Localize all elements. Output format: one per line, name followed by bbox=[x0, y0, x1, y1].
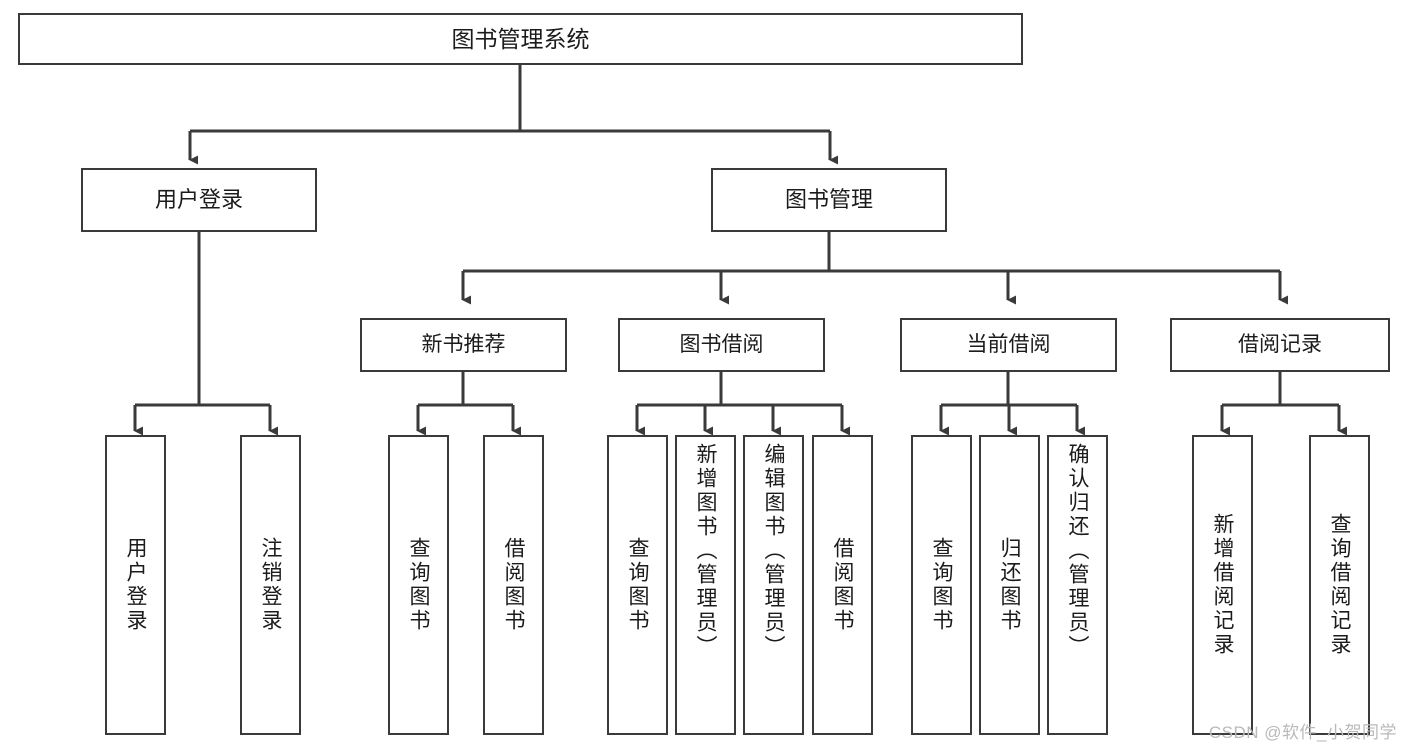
node-leaf-query-record-label: 查询借阅记录 bbox=[1328, 513, 1351, 657]
node-book-manage-label: 图书管理 bbox=[784, 187, 873, 213]
node-leaf-user-login-label: 用户登录 bbox=[124, 537, 147, 633]
node-root[interactable]: 图书管理系统 bbox=[18, 13, 1023, 65]
node-leaf-edit-book[interactable]: 编辑图书（管理员） bbox=[743, 435, 804, 735]
node-leaf-add-book[interactable]: 新增图书（管理员） bbox=[675, 435, 736, 735]
node-leaf-user-logout-label: 注销登录 bbox=[259, 537, 282, 633]
node-leaf-query-book-2-label: 查询图书 bbox=[626, 537, 649, 633]
node-leaf-query-record[interactable]: 查询借阅记录 bbox=[1309, 435, 1370, 735]
node-current-borrow-label: 当前借阅 bbox=[966, 332, 1051, 356]
node-root-label: 图书管理系统 bbox=[451, 25, 590, 52]
node-leaf-borrow-book-2-label: 借阅图书 bbox=[831, 537, 854, 633]
node-leaf-confirm-return-label: 确认归还（管理员） bbox=[1066, 443, 1089, 659]
node-leaf-confirm-return[interactable]: 确认归还（管理员） bbox=[1047, 435, 1108, 735]
node-leaf-return-book[interactable]: 归还图书 bbox=[979, 435, 1040, 735]
node-leaf-query-book-1-label: 查询图书 bbox=[407, 537, 430, 633]
node-user-login-label: 用户登录 bbox=[154, 187, 243, 213]
node-borrow-record[interactable]: 借阅记录 bbox=[1170, 318, 1390, 372]
node-leaf-add-book-label: 新增图书（管理员） bbox=[694, 443, 717, 659]
node-leaf-add-record-label: 新增借阅记录 bbox=[1211, 513, 1234, 657]
node-leaf-borrow-book-1-label: 借阅图书 bbox=[502, 537, 525, 633]
node-borrow-record-label: 借阅记录 bbox=[1238, 332, 1322, 356]
node-leaf-user-logout[interactable]: 注销登录 bbox=[240, 435, 301, 735]
node-leaf-query-book-2[interactable]: 查询图书 bbox=[607, 435, 668, 735]
node-user-login[interactable]: 用户登录 bbox=[81, 168, 317, 232]
node-leaf-borrow-book-1[interactable]: 借阅图书 bbox=[483, 435, 544, 735]
node-leaf-edit-book-label: 编辑图书（管理员） bbox=[762, 443, 785, 659]
node-book-borrow[interactable]: 图书借阅 bbox=[618, 318, 825, 372]
node-leaf-query-book-3-label: 查询图书 bbox=[930, 537, 953, 633]
node-book-borrow-label: 图书借阅 bbox=[679, 332, 764, 356]
node-book-manage[interactable]: 图书管理 bbox=[711, 168, 947, 232]
node-leaf-user-login[interactable]: 用户登录 bbox=[105, 435, 166, 735]
node-leaf-query-book-3[interactable]: 查询图书 bbox=[911, 435, 972, 735]
node-new-book-recommend[interactable]: 新书推荐 bbox=[360, 318, 567, 372]
node-new-book-recommend-label: 新书推荐 bbox=[421, 332, 506, 356]
node-leaf-return-book-label: 归还图书 bbox=[998, 537, 1021, 633]
node-current-borrow[interactable]: 当前借阅 bbox=[900, 318, 1117, 372]
node-leaf-add-record[interactable]: 新增借阅记录 bbox=[1192, 435, 1253, 735]
watermark: CSDN @软件_小贺同学 bbox=[1208, 723, 1397, 742]
node-leaf-borrow-book-2[interactable]: 借阅图书 bbox=[812, 435, 873, 735]
node-leaf-query-book-1[interactable]: 查询图书 bbox=[388, 435, 449, 735]
